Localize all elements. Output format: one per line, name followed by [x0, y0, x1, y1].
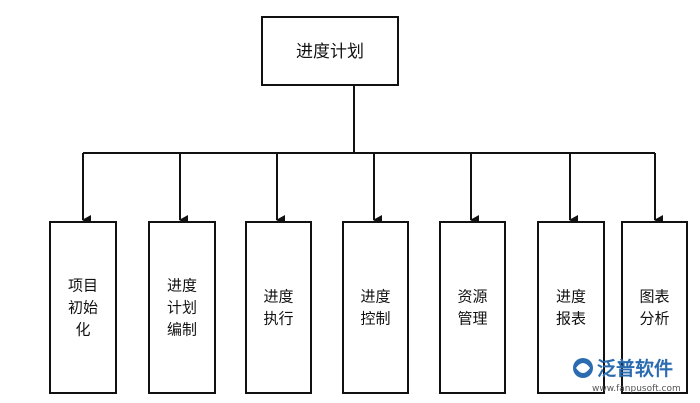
child-label-line: 初始 [68, 299, 98, 317]
fanpu-logo-icon [573, 358, 593, 378]
child-box [537, 221, 605, 394]
child-label-line: 资源 [457, 288, 487, 306]
child-label-line: 控制 [360, 310, 390, 328]
child-label-line: 分析 [639, 310, 669, 328]
child-box [245, 221, 312, 394]
watermark-url: www.fanpusoft.com [592, 384, 681, 394]
child-box [439, 221, 506, 394]
child-label-line: 项目 [68, 277, 98, 295]
child-label-line: 报表 [556, 310, 586, 328]
child-label-line: 进度 [556, 288, 586, 306]
child-box [148, 221, 216, 394]
child-label-line: 进度 [263, 288, 293, 306]
child-box [49, 221, 117, 394]
watermark-brand: 泛普软件 [597, 357, 673, 380]
child-label-line: 图表 [639, 288, 669, 306]
child-label-line: 化 [75, 321, 90, 339]
child-label-line: 执行 [263, 310, 293, 328]
root-label: 进度计划 [296, 42, 364, 62]
child-label-line: 进度 [167, 277, 197, 295]
child-label-line: 计划 [167, 299, 197, 317]
drop-arrows [82, 153, 663, 225]
child-box [342, 221, 409, 394]
watermark: 泛普软件 www.fanpusoft.com [573, 357, 681, 394]
child-box [621, 221, 688, 394]
child-label-line: 编制 [167, 321, 197, 339]
child-label-line: 管理 [457, 310, 487, 328]
child-label-line: 进度 [360, 288, 390, 306]
root-node: 进度计划 [261, 16, 399, 86]
